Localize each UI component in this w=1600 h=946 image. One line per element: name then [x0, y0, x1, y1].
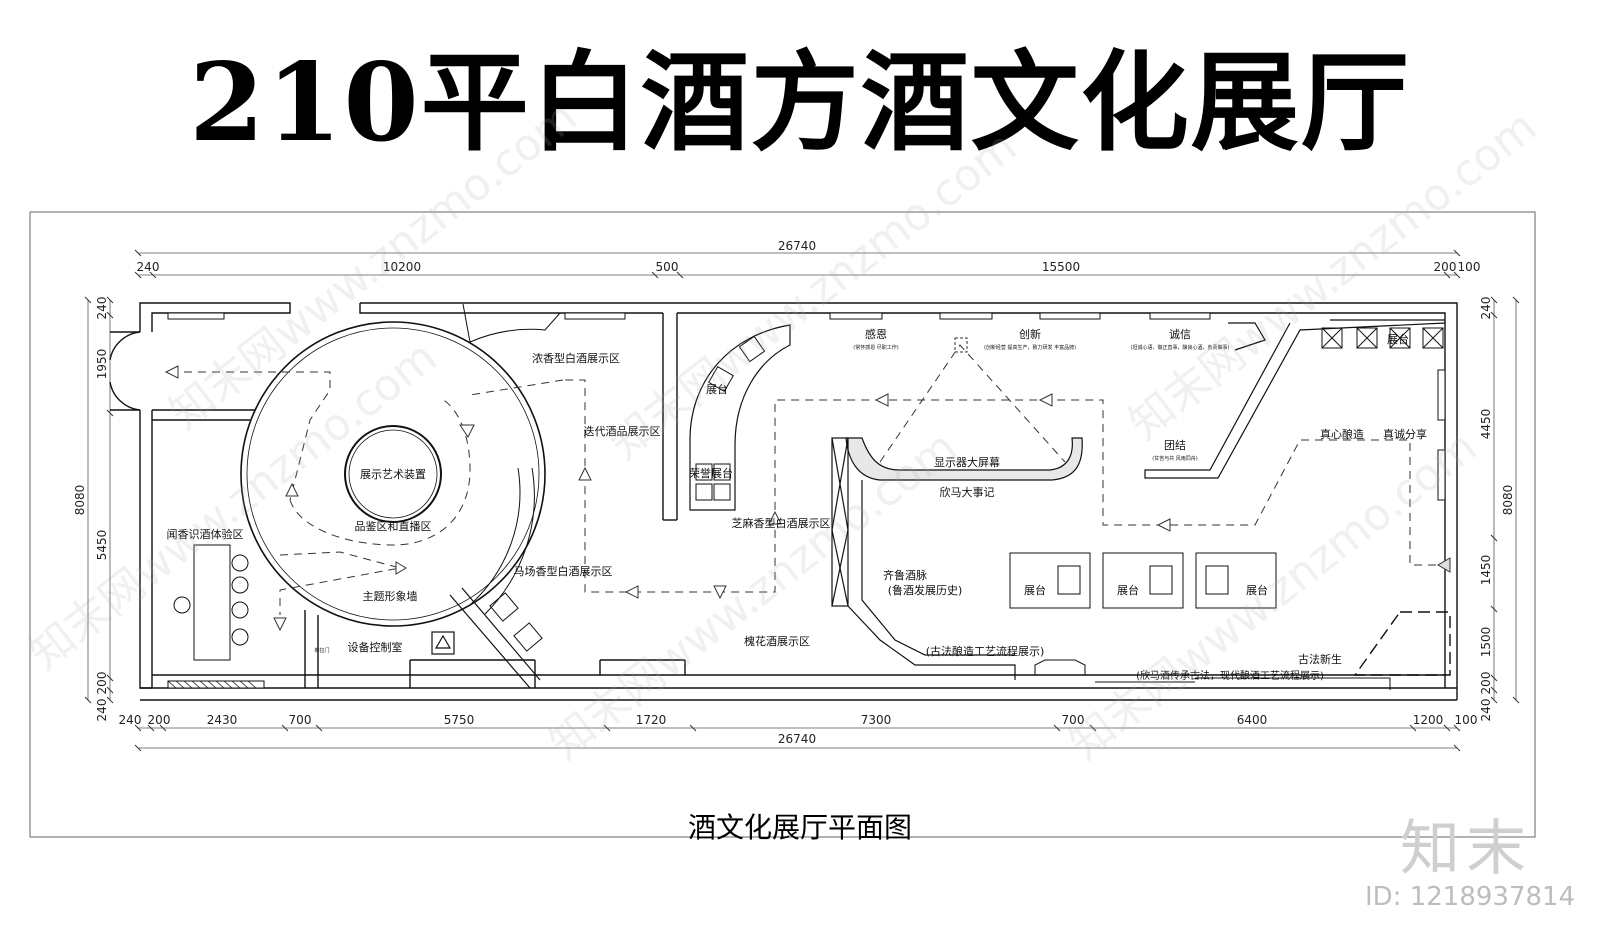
label-ganen: 感恩 [865, 328, 887, 341]
dim-right: 240 [1479, 297, 1493, 320]
label-gufa-new-sub: (欣马酒传承古法，现代酿酒工艺流程展示) [1136, 669, 1324, 682]
honor-cases [695, 335, 766, 501]
label-qilu: 齐鲁酒脉 [883, 568, 927, 582]
dimension-ticks [84, 249, 1520, 752]
curved-counter [689, 324, 791, 511]
walls [109, 302, 1458, 701]
dimension-lines [87, 252, 1517, 749]
drawing-frame [29, 211, 1536, 838]
dim-top-total: 26740 [778, 239, 816, 253]
dim-right: 4450 [1479, 409, 1493, 440]
dim-bottom: 2430 [207, 713, 238, 727]
label-stand-1: 展台 [1024, 583, 1046, 597]
label-tuanjie: 团结 [1164, 439, 1186, 452]
equipment-symbol [431, 631, 455, 655]
label-zhantai: 展台 [706, 382, 728, 396]
label-tasting: 品鉴区和直播区 [355, 519, 432, 533]
angled-wall [1144, 319, 1446, 479]
label-chengxin: 诚信 [1169, 328, 1191, 341]
plan-caption: 酒文化展厅平面图 [687, 811, 912, 844]
label-tuanjie-sub: (甘苦与共 风雨同舟) [1152, 455, 1198, 462]
label-nongxiang: 浓香型白酒展示区 [532, 351, 620, 365]
dim-bottom: 700 [289, 713, 312, 727]
label-zhima: 芝麻香型白酒展示区 [732, 516, 831, 530]
dim-top: 100 [1458, 260, 1481, 274]
label-chengxin-sub: (坦诚心语，做正直事，酿良心酒，负责做事) [1131, 344, 1230, 351]
dim-bottom: 7300 [861, 713, 892, 727]
dim-left: 240 [95, 699, 109, 722]
label-zhantai-top: 展台 [1387, 332, 1409, 346]
dim-bottom: 240 [119, 713, 142, 727]
dim-left: 240 [95, 297, 109, 320]
label-huaihua: 槐花酒展示区 [744, 634, 810, 648]
dim-right: 200 [1479, 672, 1493, 695]
label-zhenxin: 真心酿造 [1320, 427, 1364, 441]
label-gufa-process: (古法酿造工艺流程展示) [926, 644, 1045, 658]
screen-wall [845, 437, 1083, 481]
label-equipment: 设备控制室 [348, 640, 403, 654]
dim-bottom: 700 [1062, 713, 1085, 727]
dim-bottom: 200 [148, 713, 171, 727]
dim-top: 500 [656, 260, 679, 274]
dim-left-total: 8080 [73, 485, 87, 516]
dim-left: 1950 [95, 349, 109, 380]
dim-bottom: 1720 [636, 713, 667, 727]
dim-bottom-total: 26740 [778, 732, 816, 746]
label-screen: 显示器大屏幕 [934, 455, 1000, 469]
dim-right: 1500 [1479, 627, 1493, 658]
display-case [513, 622, 543, 652]
label-chuangxin-sub: (创新经营 提高生产，致力研发 丰富品牌) [984, 344, 1076, 351]
label-smell: 闻香识酒体验区 [167, 527, 244, 541]
partition-wall [831, 437, 1016, 680]
dim-left: 5450 [95, 530, 109, 561]
display-case [489, 592, 519, 622]
dim-bottom: 1200 [1413, 713, 1444, 727]
label-qilu-sub: (鲁酒发展历史) [888, 583, 963, 597]
label-zhencheng: 真诚分享 [1383, 427, 1427, 441]
label-art-install: 展示艺术装置 [360, 468, 426, 481]
label-stand-3: 展台 [1246, 583, 1268, 597]
dim-bottom: 6400 [1237, 713, 1268, 727]
label-rongyu: 荣誉展台 [689, 466, 733, 480]
label-diedai: 迭代酒品展示区 [584, 425, 661, 438]
dim-top: 10200 [383, 260, 421, 274]
path-arrows [164, 365, 1451, 632]
label-stand-2: 展台 [1117, 583, 1139, 597]
label-machang: 马场香型白酒展示区 [514, 564, 613, 578]
label-ganen-sub: (常怀感恩 尽职工作) [853, 344, 899, 351]
dim-bottom: 100 [1455, 713, 1478, 727]
floor-hatch [167, 680, 257, 689]
dim-top: 200 [1434, 260, 1457, 274]
image-id: ID: 1218937814 [1365, 882, 1576, 912]
bottom-display-stands [1009, 552, 1277, 609]
entrance-counter [1034, 659, 1391, 690]
label-theme-wall: 主题形象墙 [363, 589, 418, 603]
smell-table [173, 544, 249, 661]
dim-top: 15500 [1042, 260, 1080, 274]
dim-right: 1450 [1479, 555, 1493, 586]
label-door: 推拉门 [314, 647, 329, 654]
label-chuangxin: 创新 [1019, 327, 1041, 341]
wall-panels [167, 312, 1446, 689]
label-gufa-new: 古法新生 [1298, 652, 1342, 666]
diagonal-wall [449, 587, 541, 689]
trapezoid-area [1353, 611, 1451, 676]
round-pavilion [240, 303, 561, 627]
dim-left: 200 [95, 672, 109, 695]
label-events: 欣马大事记 [940, 485, 995, 499]
dim-bottom: 5750 [444, 713, 475, 727]
top-display-cases [1321, 327, 1444, 349]
page-title: 210平白酒方酒文化展厅 [189, 40, 1411, 166]
brand-logo: 知末 [1400, 814, 1532, 884]
dim-right-total: 8080 [1501, 485, 1515, 516]
dim-top: 240 [137, 260, 160, 274]
dim-right: 240 [1479, 699, 1493, 722]
